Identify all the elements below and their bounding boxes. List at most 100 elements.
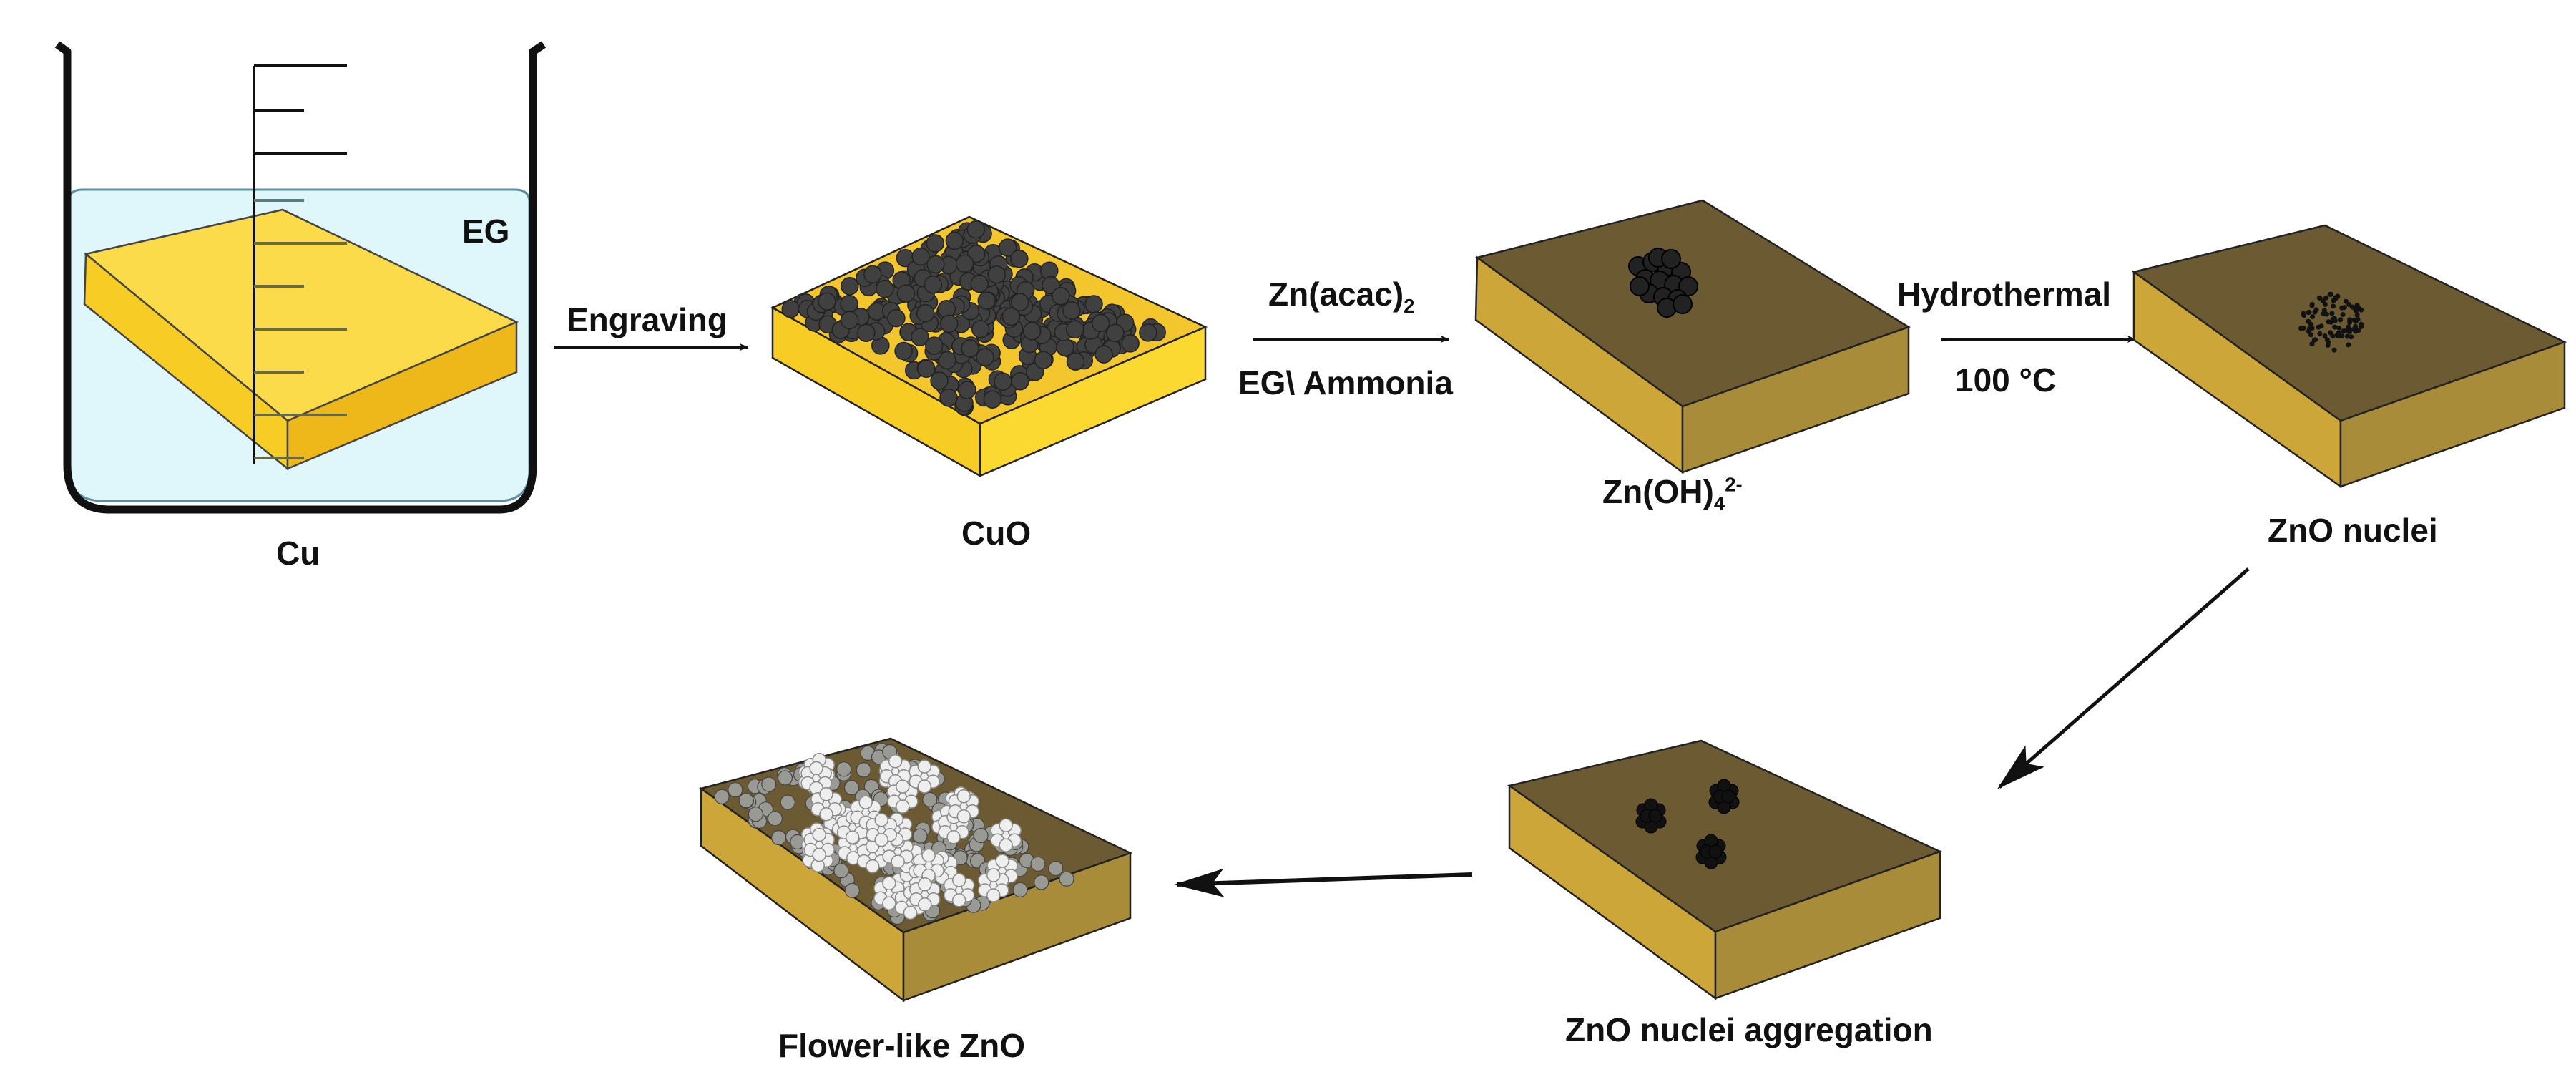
zno-nucleus-dot <box>2327 291 2333 297</box>
zno-particle <box>770 829 787 846</box>
cuo-substrate <box>770 215 1208 478</box>
zn-oh4-label: Zn(OH)42- <box>1602 473 1743 515</box>
zno-nucleus-dot <box>2312 309 2318 315</box>
beaker-wall <box>54 41 547 514</box>
zno-nucleus-dot <box>2346 342 2351 348</box>
cuo-particle <box>818 292 836 311</box>
cuo-particle <box>998 238 1017 257</box>
cuo-particle <box>911 328 929 346</box>
flower-petal <box>888 754 903 769</box>
zn-oh4-particle <box>1673 294 1693 314</box>
cuo-particle <box>1121 334 1140 353</box>
zno-particle <box>738 792 754 809</box>
cuo-particle <box>961 339 979 358</box>
flower-petal <box>999 818 1013 832</box>
flower-petal <box>809 761 823 776</box>
zno-nucleus-dot <box>2325 343 2331 348</box>
cuo-particle <box>1066 352 1085 371</box>
zno-particle <box>1012 882 1028 897</box>
cuo-particle <box>976 348 994 366</box>
graduation-scale <box>253 64 347 464</box>
zn-oh4-particle <box>1661 249 1681 269</box>
flower-like-zno-particles <box>714 743 1074 925</box>
cuo-particle <box>1011 371 1029 391</box>
zno-nucleus-dot <box>2356 306 2361 311</box>
cuo-particle <box>894 341 913 361</box>
cuo-particle <box>911 247 930 266</box>
zno-nucleus-dot <box>2330 333 2336 339</box>
zno-nuclei-label: ZnO nuclei <box>2268 512 2438 549</box>
zno-nucleus-dot <box>2309 341 2315 347</box>
zno-particle <box>748 807 764 822</box>
zno-particle <box>844 882 861 898</box>
zno-particle <box>912 828 928 844</box>
zno-nucleus-dot <box>2338 317 2344 323</box>
zno-nucleus-dot <box>2298 326 2303 331</box>
zno-nucleus-dot <box>2356 328 2361 333</box>
zno-nucleus-dot <box>2347 320 2352 326</box>
flower-petal <box>874 812 888 827</box>
flower-like-zno-label: Flower-like ZnO <box>778 1027 1026 1064</box>
flower-petal <box>986 868 1001 882</box>
flower-petal <box>882 896 896 911</box>
flower-petal <box>995 854 1009 868</box>
zno-nucleus-dot <box>2332 324 2338 330</box>
zno-nucleus-dot <box>2308 321 2313 327</box>
zno-nucleus-dot <box>2349 334 2354 340</box>
cuo-particle <box>1091 313 1110 333</box>
zn-oh4-particle <box>1630 276 1650 296</box>
cuo-particle <box>958 381 976 399</box>
zno-nucleus-dot <box>2311 337 2317 343</box>
cuo-particle <box>1022 322 1042 341</box>
zno-nucleus-dot <box>2336 325 2342 331</box>
cuo-particle <box>1010 249 1029 268</box>
cuo-particle <box>1011 293 1029 312</box>
zno-aggregate-particle <box>1721 789 1735 804</box>
zno-nucleus-dot <box>2349 304 2355 310</box>
cuo-particle <box>926 234 945 253</box>
cuo-particle <box>840 311 859 330</box>
cuo-particle <box>940 314 959 333</box>
aggregation-to-flower-arrow <box>1174 868 1473 897</box>
zno-nucleus-dot <box>2359 321 2364 327</box>
beaker <box>54 41 547 514</box>
flower-zno-substrate <box>699 737 1133 1003</box>
flower-petal <box>946 830 961 844</box>
cuo-particle <box>945 231 964 250</box>
zno-nuclei-aggregation-label: ZnO nuclei aggregation <box>1565 1011 1933 1048</box>
eg-label: EG <box>462 213 510 250</box>
temperature-label: 100 °C <box>1955 361 2057 399</box>
cuo-particles <box>781 220 1166 416</box>
zno-nucleus-dot <box>2301 311 2306 317</box>
zno-particle <box>1048 860 1064 877</box>
nuclei-to-aggregation-arrow <box>1997 567 2250 789</box>
zn-acac-label: Zn(acac)2 <box>1268 276 1415 318</box>
zno-nucleus-dot <box>2328 319 2334 325</box>
zno-particle <box>780 794 795 810</box>
flower-petal <box>986 888 1001 902</box>
cuo-particle <box>1034 351 1053 369</box>
zno-nuclei-substrate <box>2132 224 2567 489</box>
flower-petal <box>918 897 932 912</box>
flower-petal <box>917 779 932 794</box>
flower-petal <box>956 789 971 804</box>
cuo-particle <box>924 275 943 294</box>
zno-nucleus-dot <box>2317 331 2323 336</box>
zno-nucleus-dot <box>2329 311 2335 316</box>
zno-nucleus-dot <box>2353 323 2359 329</box>
flower-petal <box>845 830 860 844</box>
flower-petal <box>882 876 896 891</box>
cuo-label: CuO <box>961 515 1032 552</box>
cuo-particle <box>926 255 945 274</box>
zno-nucleus-dot <box>2336 333 2342 338</box>
zno-nucleus-dot <box>2331 347 2337 353</box>
flower-petal <box>819 807 833 822</box>
eg-ammonia-label: EG\ Ammonia <box>1238 364 1453 401</box>
zno-nucleus-dot <box>2306 326 2312 332</box>
cuo-particle <box>1094 345 1113 364</box>
zno-particle <box>843 779 860 796</box>
flower-petal <box>812 827 826 842</box>
zno-particle <box>1030 856 1046 872</box>
cuo-particle <box>970 274 989 293</box>
zno-nucleus-dot <box>2332 318 2338 323</box>
